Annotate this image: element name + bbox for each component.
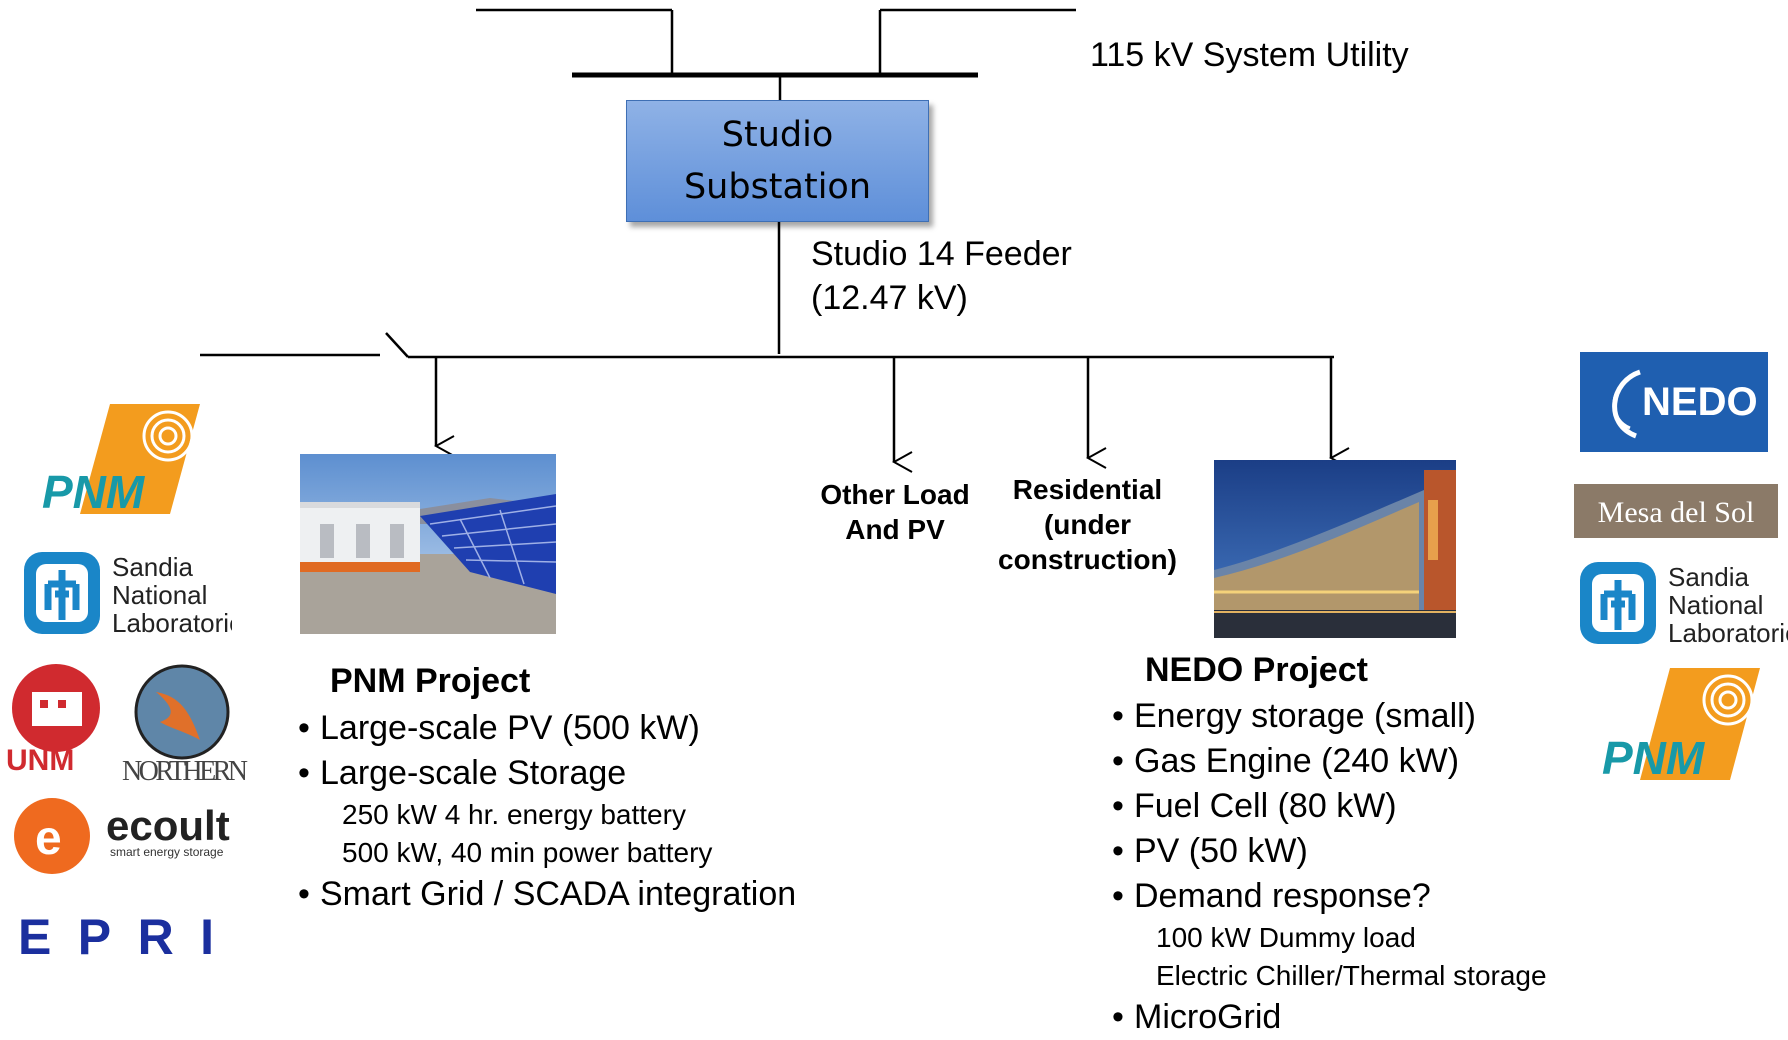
nedo-project: NEDO Project xyxy=(1145,651,1368,690)
pnm-logo: PNM xyxy=(40,404,210,514)
list-item: •Gas Engine (240 kW) xyxy=(1112,742,1460,780)
list-item: •MicroGrid xyxy=(1112,998,1282,1036)
list-item: •Smart Grid / SCADA integration xyxy=(298,875,797,913)
svg-text:ecoult: ecoult xyxy=(106,802,230,849)
epri-logo: EPRI xyxy=(18,912,218,962)
list-item: 250 kW 4 hr. energy battery xyxy=(342,799,686,830)
other-load-label: Other Load And PV xyxy=(810,477,980,547)
list-item: 100 kW Dummy load xyxy=(1156,922,1416,953)
sandia-logo-left: Sandia National Laboratories xyxy=(22,550,232,640)
feeder-label: Studio 14 Feeder (12.47 kV) xyxy=(811,232,1072,320)
mesa-del-sol-logo: Mesa del Sol xyxy=(1574,484,1778,538)
feeder-name: Studio 14 Feeder xyxy=(811,235,1072,273)
sandia-logo-right: Sandia National Laboratories xyxy=(1578,560,1788,650)
other-load-line1: Other Load xyxy=(820,479,970,510)
pnm-logo-right: PNM xyxy=(1600,668,1770,780)
list-item: •Large-scale PV (500 kW) xyxy=(298,709,700,747)
list-item: 500 kW, 40 min power battery xyxy=(342,837,713,868)
svg-text:Sandia: Sandia xyxy=(112,552,193,582)
nedo-project-photo xyxy=(1214,460,1456,638)
residential-line2: (under xyxy=(1043,509,1132,540)
residential-line3: construction) xyxy=(998,544,1177,575)
residential-label: Residential (under construction) xyxy=(985,472,1190,577)
svg-text:National: National xyxy=(1668,590,1763,620)
other-load-line2: And PV xyxy=(845,514,945,545)
svg-text:Laboratories: Laboratories xyxy=(112,608,232,638)
pnm-project-list: •Large-scale PV (500 kW) •Large-scale St… xyxy=(298,706,796,917)
feeder-voltage: (12.47 kV) xyxy=(811,279,968,317)
list-item: •Demand response? xyxy=(1112,877,1431,915)
svg-text:smart energy storage: smart energy storage xyxy=(110,845,224,859)
nedo-logo: NEDO xyxy=(1580,352,1768,452)
pnm-project-photo xyxy=(300,454,556,634)
northern-logo: NORTHERN xyxy=(120,662,250,784)
svg-text:NORTHERN: NORTHERN xyxy=(122,756,248,784)
list-item: •Energy storage (small) xyxy=(1112,697,1477,735)
svg-text:Laboratories: Laboratories xyxy=(1668,618,1788,648)
residential-line1: Residential xyxy=(1012,474,1163,505)
list-item: •PV (50 kW) xyxy=(1112,832,1308,870)
svg-text:National: National xyxy=(112,580,207,610)
svg-text:EPRI: EPRI xyxy=(18,912,214,962)
svg-text:PNM: PNM xyxy=(42,466,146,514)
svg-text:UNM: UNM xyxy=(6,744,74,772)
list-item: •Large-scale Storage xyxy=(298,754,627,792)
svg-text:NEDO: NEDO xyxy=(1642,380,1758,424)
pnm-project: PNM Project xyxy=(330,662,530,701)
unm-logo: UNM xyxy=(6,662,116,772)
ecoult-logo: e ecoult smart energy storage xyxy=(14,796,244,880)
svg-text:e: e xyxy=(35,812,62,865)
substation-line2: Substation xyxy=(683,167,872,207)
list-item: •Fuel Cell (80 kW) xyxy=(1112,787,1397,825)
svg-text:Sandia: Sandia xyxy=(1668,562,1749,592)
pnm-project-title: PNM Project xyxy=(330,662,531,700)
nedo-project-list: •Energy storage (small) •Gas Engine (240… xyxy=(1112,694,1547,1040)
utility-label: 115 kV System Utility xyxy=(1090,36,1409,74)
svg-text:PNM: PNM xyxy=(1602,732,1706,780)
feeder-switch xyxy=(385,332,409,358)
substation-line1: Studio xyxy=(721,115,834,155)
nedo-project-title: NEDO Project xyxy=(1145,651,1368,689)
studio-substation-box: Studio Substation xyxy=(626,100,929,222)
svg-text:Mesa del Sol: Mesa del Sol xyxy=(1598,496,1755,529)
list-item: Electric Chiller/Thermal storage xyxy=(1156,960,1547,991)
